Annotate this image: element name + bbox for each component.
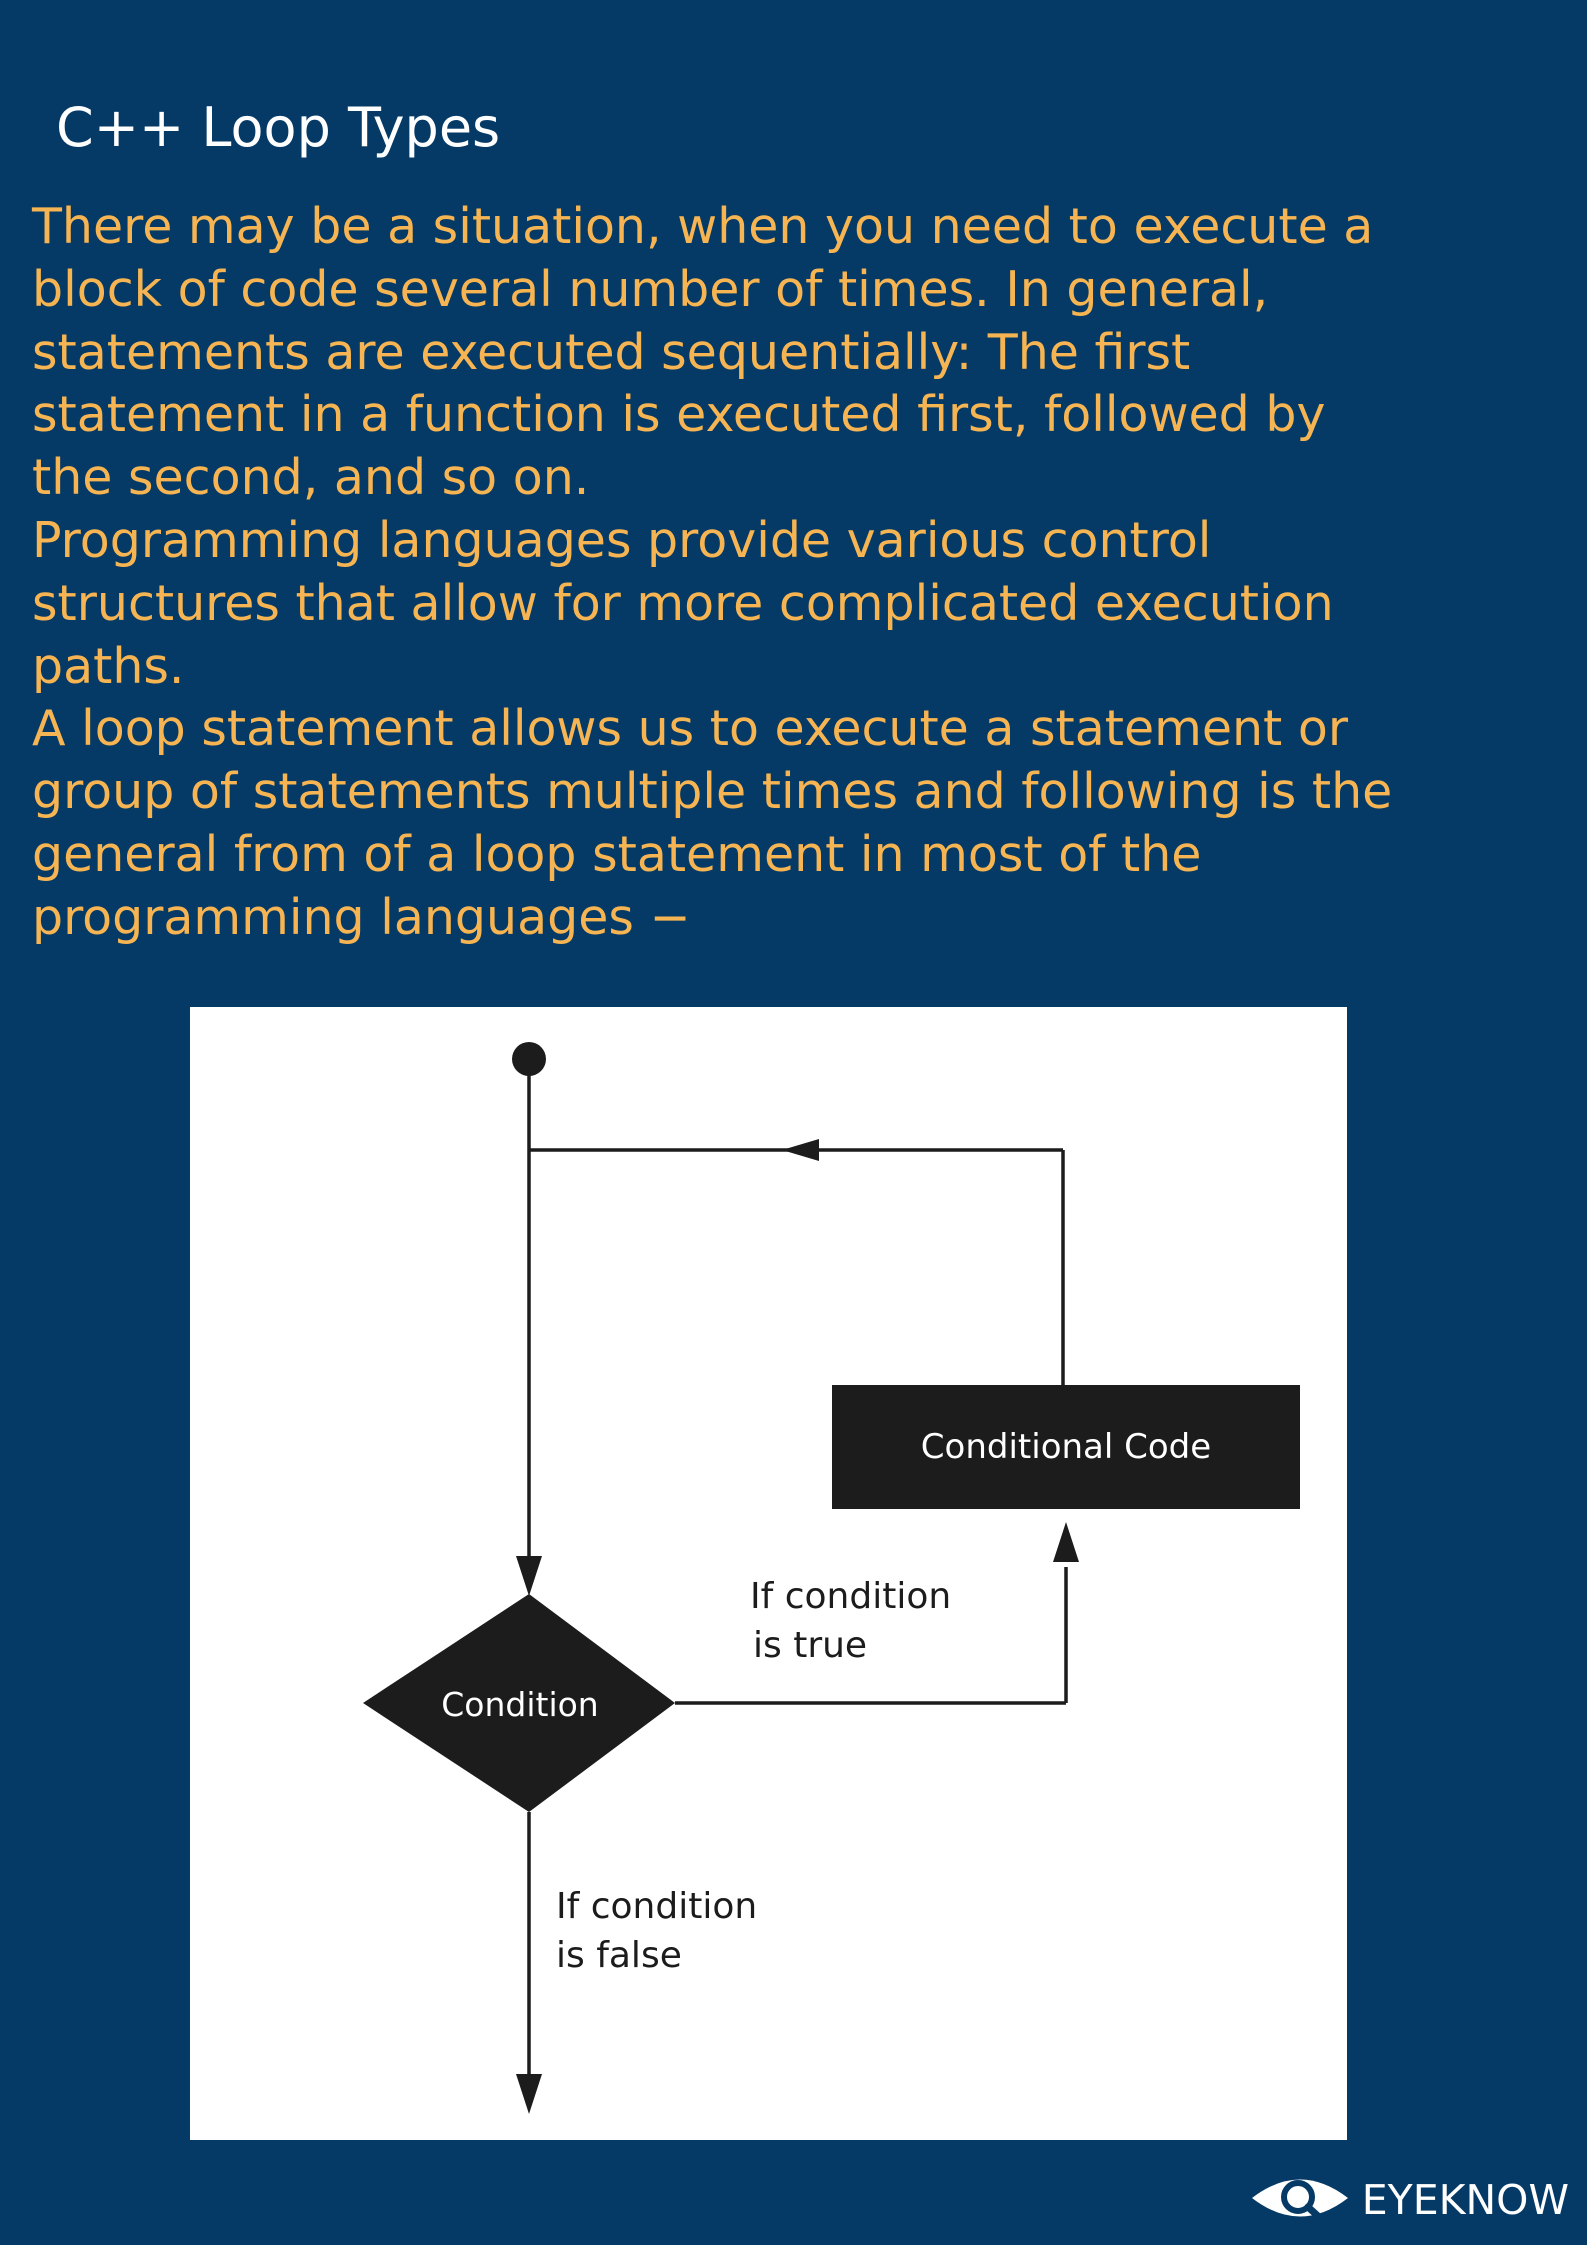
intro-line: A loop statement allows us to execute a … bbox=[32, 700, 1348, 758]
intro-line: paths. bbox=[32, 637, 185, 695]
conditional-code-box bbox=[832, 1385, 1300, 1509]
true-branch-label: If condition bbox=[750, 1576, 951, 1617]
intro-line: block of code several number of times. I… bbox=[32, 260, 1269, 318]
page-title: C++ Loop Types bbox=[56, 96, 501, 159]
loop-flowchart: Conditional Code Condition If condition … bbox=[190, 1007, 1347, 2140]
condition-arrowhead bbox=[516, 1556, 542, 1596]
condition-label: Condition bbox=[441, 1685, 598, 1724]
intro-line: statements are executed sequentially: Th… bbox=[32, 323, 1191, 381]
loop-arrowhead bbox=[782, 1139, 819, 1161]
flowchart-canvas: Conditional Code Condition If condition … bbox=[363, 1042, 1300, 2114]
intro-line: Programming languages provide various co… bbox=[32, 511, 1212, 569]
intro-line: programming languages − bbox=[32, 888, 691, 946]
intro-line: structures that allow for more complicat… bbox=[32, 574, 1334, 632]
brand-name: EYEKNOW bbox=[1361, 2176, 1569, 2224]
start-node bbox=[512, 1042, 546, 1076]
intro-line: statement in a function is executed firs… bbox=[32, 386, 1326, 444]
true-branch-label: is true bbox=[753, 1625, 867, 1666]
intro-line: the second, and so on. bbox=[32, 449, 590, 507]
false-branch-label: is false bbox=[556, 1935, 682, 1976]
conditional-code-label: Conditional Code bbox=[921, 1427, 1211, 1467]
condition-diamond bbox=[363, 1594, 675, 1812]
intro-line: general from of a loop statement in most… bbox=[32, 825, 1202, 883]
brand-logo: EYEKNOW bbox=[1248, 2173, 1569, 2227]
process-arrowhead bbox=[1053, 1522, 1079, 1562]
false-branch-label: If condition bbox=[556, 1886, 757, 1927]
intro-text: There may be a situation, when you need … bbox=[32, 196, 1562, 950]
intro-line: There may be a situation, when you need … bbox=[32, 198, 1374, 255]
intro-line: group of statements multiple times and f… bbox=[32, 763, 1393, 821]
exit-arrowhead bbox=[516, 2074, 542, 2114]
eye-with-magnifier-icon bbox=[1248, 2171, 1352, 2229]
